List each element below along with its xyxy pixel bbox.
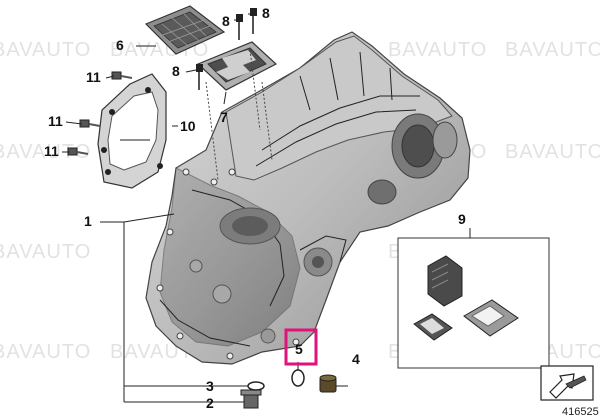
leader-lines xyxy=(62,13,471,403)
part-3-seal-ring xyxy=(247,381,265,391)
part-8-bolts xyxy=(196,8,257,90)
part-4-plug xyxy=(319,374,337,393)
watermark-text: BAVAUTO xyxy=(388,39,487,61)
watermark-text: BAVAUTO xyxy=(0,39,91,61)
watermark-text: BAVAUTO xyxy=(505,141,600,163)
watermark-text: BAVAUTO xyxy=(0,341,91,363)
callout-1[interactable]: 1 xyxy=(84,213,92,229)
callout-8[interactable]: 8 xyxy=(172,63,180,79)
part-2-plug xyxy=(240,389,262,409)
part-7-gasket xyxy=(196,41,278,181)
callout-3[interactable]: 3 xyxy=(206,378,214,394)
callout-5[interactable]: 5 xyxy=(295,341,303,357)
callout-10[interactable]: 10 xyxy=(180,118,196,134)
arrow-box-icon[interactable] xyxy=(540,365,594,401)
callout-11[interactable]: 11 xyxy=(44,143,59,159)
watermark-text: BAVAUTO xyxy=(0,141,91,163)
watermark-text: BAVAUTO xyxy=(0,241,91,263)
callout-9[interactable]: 9 xyxy=(458,211,466,227)
part-10-cover-plate xyxy=(97,73,167,189)
callout-2[interactable]: 2 xyxy=(206,395,214,411)
watermark-text: BAVAUTO xyxy=(505,39,600,61)
part-6-strainer xyxy=(144,5,226,55)
diagram-number: 416525 xyxy=(562,406,599,418)
callout-8[interactable]: 8 xyxy=(262,5,270,21)
callout-6[interactable]: 6 xyxy=(116,37,124,53)
callout-8[interactable]: 8 xyxy=(222,13,230,29)
part-5-o-ring xyxy=(291,369,305,387)
callout-11[interactable]: 11 xyxy=(48,113,63,129)
callout-11[interactable]: 11 xyxy=(86,69,101,85)
part-9-kit-box xyxy=(397,237,550,369)
callout-7[interactable]: 7 xyxy=(220,109,228,125)
transmission-housing xyxy=(145,31,471,365)
callout-4[interactable]: 4 xyxy=(352,351,360,367)
callout-5-highlight xyxy=(284,328,318,366)
